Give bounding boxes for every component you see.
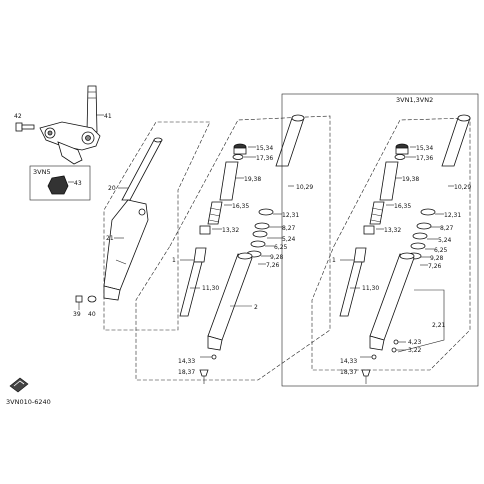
variant-label-3vn1-3vn2: 3VN1,3VN2 (396, 96, 433, 104)
label-39: 39 (73, 311, 81, 318)
steering-stem (39, 85, 101, 165)
label-12-31b: 12,31 (444, 212, 461, 219)
label-13-32a: 13,32 (222, 227, 239, 234)
diagram-code: 3VN010-6240 (6, 398, 51, 406)
outer-tube-2 (207, 253, 253, 341)
label-16-35b: 16,35 (394, 203, 411, 210)
label-1a: 1 (172, 257, 176, 264)
label-6-25a: 6,25 (274, 244, 288, 251)
washer-40 (87, 295, 97, 303)
label-8-27a: 8,27 (282, 225, 296, 232)
label-16-35a: 16,35 (232, 203, 249, 210)
outline-left-fork (103, 121, 211, 331)
damper-rod-1 (179, 261, 203, 317)
label-10-29b: 10,29 (454, 184, 471, 191)
label-18-37b: 18,37 (340, 369, 357, 376)
variant-box-3vn1-3vn2 (281, 93, 479, 387)
outline-right-fork (311, 117, 471, 371)
label-17-36a: 17,36 (256, 155, 273, 162)
label-41: 41 (104, 113, 112, 120)
label-11-30b: 11,30 (362, 285, 379, 292)
label-42: 42 (14, 113, 22, 120)
label-5-24b: 5,24 (438, 237, 452, 244)
label-1b: 1 (332, 257, 336, 264)
label-4-23: 4,23 (408, 339, 422, 346)
outer-tube-20 (121, 137, 163, 201)
label-2: 2 (254, 304, 258, 311)
label-19-38b: 19,38 (402, 176, 419, 183)
bolt-39 (75, 295, 83, 310)
label-10-29a: 10,29 (296, 184, 313, 191)
label-19-38a: 19,38 (244, 176, 261, 183)
label-5-24a: 5,24 (282, 236, 296, 243)
outline-middle-fork (135, 115, 331, 381)
label-43: 43 (74, 180, 82, 187)
label-18-37a: 18,37 (178, 369, 195, 376)
label-21: 21 (106, 235, 114, 242)
oring-17-36 (232, 154, 244, 160)
inner-tube-10-29 (275, 117, 305, 167)
label-13-32b: 13,32 (384, 227, 401, 234)
label-12-31a: 12,31 (282, 212, 299, 219)
label-11-30a: 11,30 (202, 285, 219, 292)
label-20: 20 (108, 185, 116, 192)
label-7-26a: 7,26 (266, 262, 280, 269)
label-40: 40 (88, 311, 96, 318)
fork-leg-21 (103, 199, 149, 301)
seat-13-32 (199, 225, 211, 235)
variant-box-3vn5: 3VN5 43 (29, 165, 91, 201)
label-9-28b: 9,28 (430, 255, 444, 262)
bolt-42 (15, 122, 35, 132)
spacer-19-38 (219, 161, 239, 201)
label-9-28a: 9,28 (270, 254, 284, 261)
label-8-27b: 8,27 (440, 225, 454, 232)
label-14-33b: 14,33 (340, 358, 357, 365)
label-15-34b: 15,34 (416, 145, 433, 152)
label-14-33a: 14,33 (178, 358, 195, 365)
front-arrow-icon (9, 377, 29, 393)
spring-16-35 (207, 201, 223, 225)
label-2-21: 2,21 (432, 322, 446, 329)
damper-rod-1-top (193, 247, 207, 263)
label-7-26b: 7,26 (428, 263, 442, 270)
variant-label-3vn5: 3VN5 (33, 168, 51, 176)
label-3-22: 3,22 (408, 347, 422, 354)
label-15-34a: 15,34 (256, 145, 273, 152)
label-17-36b: 17,36 (416, 155, 433, 162)
seal-12-31 (258, 208, 274, 216)
label-6-25b: 6,25 (434, 247, 448, 254)
